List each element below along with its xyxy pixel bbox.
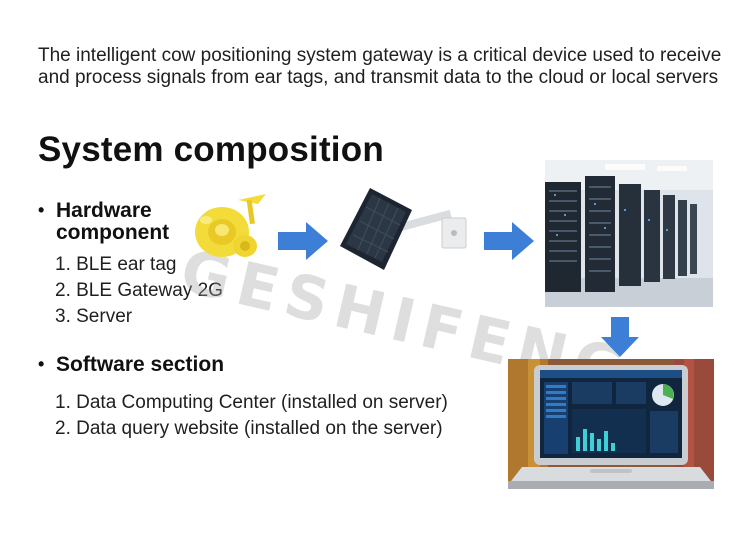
- software-item: 2. Data query website (installed on the …: [55, 418, 443, 439]
- arrow-down-icon: [601, 317, 639, 357]
- arrow-right-icon: [278, 222, 328, 260]
- hardware-title-line1: Hardware: [56, 199, 152, 222]
- hardware-item: 1. BLE ear tag: [55, 254, 177, 275]
- intro-paragraph: The intelligent cow positioning system g…: [38, 45, 722, 88]
- solar-gateway-image: [340, 188, 467, 270]
- hardware-item: 3. Server: [55, 306, 133, 327]
- page-title: System composition: [38, 130, 384, 169]
- bullet-icon: •: [38, 200, 45, 220]
- software-item: 1. Data Computing Center (installed on s…: [55, 392, 448, 413]
- hardware-title-line2: component: [56, 221, 170, 244]
- ear-tag-image: [195, 194, 266, 257]
- bullet-icon: •: [38, 354, 45, 374]
- server-room-image: [545, 160, 713, 307]
- arrow-right-icon: [484, 222, 534, 260]
- laptop-dashboard-image: [508, 359, 714, 489]
- software-title: Software section: [56, 353, 225, 376]
- hardware-item: 2. BLE Gateway 2G: [55, 280, 223, 301]
